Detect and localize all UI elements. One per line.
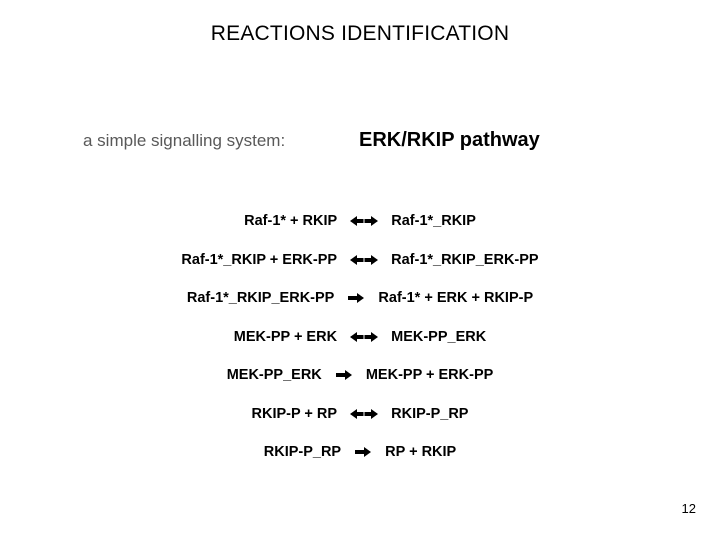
reactants-label: RKIP-P + RP (251, 405, 338, 422)
reaction-row: RKIP-P_RP RP + RKIP (0, 442, 720, 481)
products-label: MEK-PP_ERK (391, 328, 487, 345)
page-number: 12 (681, 501, 696, 516)
reaction-list: Raf-1* + RKIP Raf-1*_RKIP Raf-1*_RKIP + … (0, 211, 720, 481)
reactants-label: RKIP-P_RP (263, 444, 342, 461)
reactants-label: Raf-1* + RKIP (244, 213, 338, 230)
subtitle-pathway-name: ERK/RKIP pathway (359, 129, 540, 151)
products-label: Raf-1*_RKIP (391, 213, 476, 230)
bidirectional-arrow-icon (348, 252, 380, 268)
subtitle-lead-text: a simple signalling system: (83, 131, 286, 150)
page-title: REACTIONS IDENTIFICATION (210, 22, 510, 45)
forward-arrow-icon (335, 367, 353, 383)
products-label: RKIP-P_RP (391, 405, 469, 422)
bidirectional-arrow-icon (348, 213, 380, 229)
reaction-row: Raf-1*_RKIP + ERK-PP Raf-1*_RKIP_ERK-PP (0, 250, 720, 289)
reactants-label: MEK-PP + ERK (233, 328, 338, 345)
products-label: MEK-PP + ERK-PP (365, 367, 494, 384)
subtitle-row: a simple signalling system: ERK/RKIP pat… (0, 129, 720, 159)
products-label: RP + RKIP (385, 444, 457, 461)
bidirectional-arrow-icon (348, 329, 380, 345)
forward-arrow-icon (347, 290, 365, 306)
reactants-label: Raf-1*_RKIP + ERK-PP (181, 251, 338, 268)
forward-arrow-icon (354, 444, 372, 460)
reaction-row: Raf-1* + RKIP Raf-1*_RKIP (0, 211, 720, 250)
reaction-row: MEK-PP + ERK MEK-PP_ERK (0, 327, 720, 366)
reactants-label: MEK-PP_ERK (226, 367, 322, 384)
reaction-row: Raf-1*_RKIP_ERK-PP Raf-1* + ERK + RKIP-P (0, 288, 720, 327)
reactants-label: Raf-1*_RKIP_ERK-PP (186, 290, 335, 307)
products-label: Raf-1*_RKIP_ERK-PP (391, 251, 539, 268)
products-label: Raf-1* + ERK + RKIP-P (378, 290, 534, 307)
reaction-row: MEK-PP_ERK MEK-PP + ERK-PP (0, 365, 720, 404)
bidirectional-arrow-icon (348, 406, 380, 422)
reaction-row: RKIP-P + RP RKIP-P_RP (0, 404, 720, 443)
